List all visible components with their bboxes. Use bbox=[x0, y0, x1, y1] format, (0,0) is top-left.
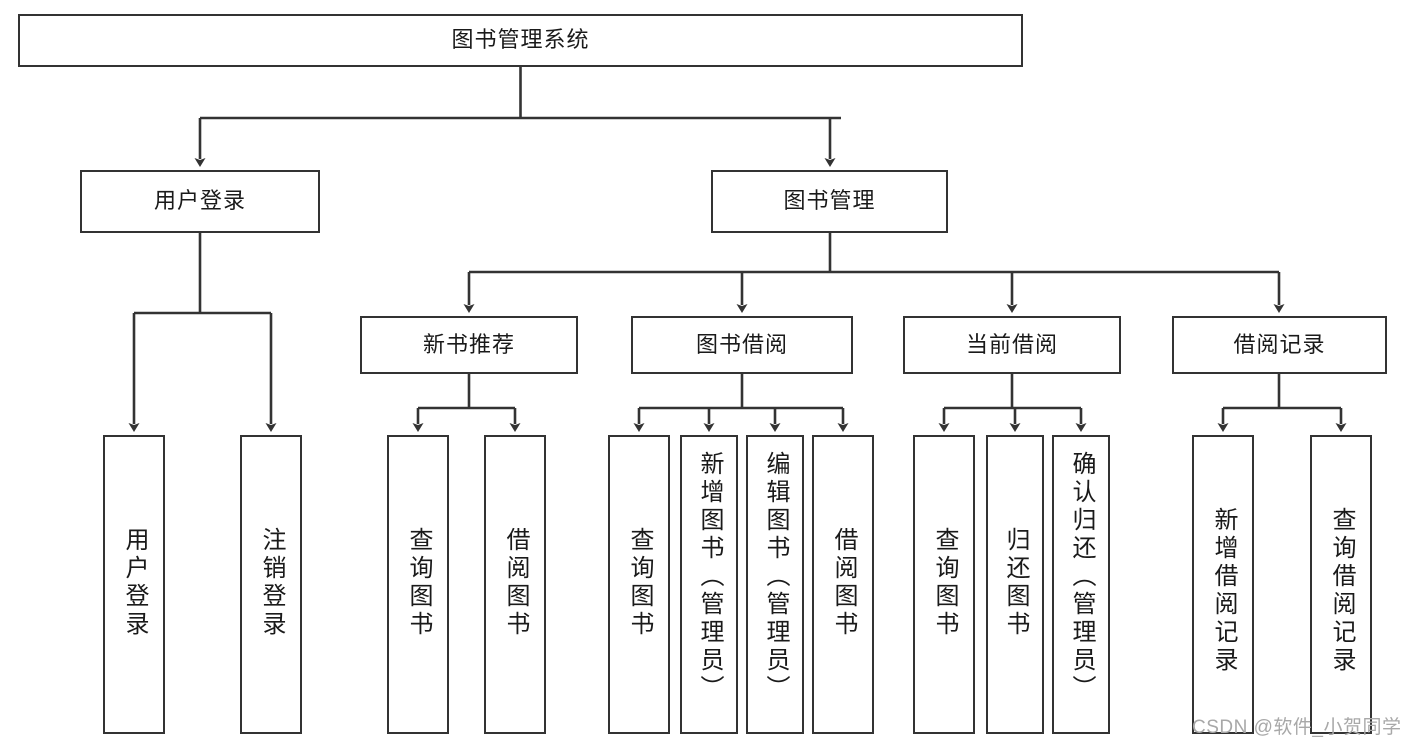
node-leaf-add-borrow-record-label: 新增借阅记录 bbox=[1210, 507, 1237, 675]
node-leaf-borrow-book-recommend[interactable]: 借阅图书 bbox=[484, 435, 546, 734]
node-leaf-user-login-label: 用户登录 bbox=[121, 527, 148, 639]
node-leaf-query-book-recommend-label: 查询图书 bbox=[405, 527, 432, 639]
node-leaf-borrow-book-recommend-label: 借阅图书 bbox=[502, 527, 529, 639]
node-borrow-record[interactable]: 借阅记录 bbox=[1172, 316, 1387, 374]
node-new-book-recommend-label: 新书推荐 bbox=[422, 331, 515, 357]
node-leaf-query-book-borrow[interactable]: 查询图书 bbox=[608, 435, 670, 734]
node-book-borrow[interactable]: 图书借阅 bbox=[631, 316, 853, 374]
node-leaf-query-book-current-label: 查询图书 bbox=[931, 527, 958, 639]
node-leaf-user-login[interactable]: 用户登录 bbox=[103, 435, 165, 734]
node-leaf-borrow-book-label: 借阅图书 bbox=[830, 527, 857, 639]
node-leaf-return-book[interactable]: 归还图书 bbox=[986, 435, 1044, 734]
node-leaf-return-book-label: 归还图书 bbox=[1002, 527, 1029, 639]
node-leaf-add-book-admin[interactable]: 新增图书（管理员） bbox=[680, 435, 738, 734]
node-leaf-borrow-book[interactable]: 借阅图书 bbox=[812, 435, 874, 734]
node-leaf-query-book-borrow-label: 查询图书 bbox=[626, 527, 653, 639]
node-leaf-add-borrow-record[interactable]: 新增借阅记录 bbox=[1192, 435, 1254, 734]
node-leaf-edit-book-admin-label: 编辑图书（管理员） bbox=[762, 451, 789, 703]
node-current-borrow-label: 当前借阅 bbox=[965, 331, 1058, 357]
node-leaf-query-borrow-record[interactable]: 查询借阅记录 bbox=[1310, 435, 1372, 734]
node-leaf-query-book-current[interactable]: 查询图书 bbox=[913, 435, 975, 734]
node-leaf-confirm-return-admin[interactable]: 确认归还（管理员） bbox=[1052, 435, 1110, 734]
node-leaf-logout[interactable]: 注销登录 bbox=[240, 435, 302, 734]
node-user-login[interactable]: 用户登录 bbox=[80, 170, 320, 233]
node-user-login-label: 用户登录 bbox=[153, 188, 246, 214]
node-book-borrow-label: 图书借阅 bbox=[695, 331, 788, 357]
node-book-manage[interactable]: 图书管理 bbox=[711, 170, 948, 233]
node-current-borrow[interactable]: 当前借阅 bbox=[903, 316, 1121, 374]
node-new-book-recommend[interactable]: 新书推荐 bbox=[360, 316, 578, 374]
node-leaf-query-borrow-record-label: 查询借阅记录 bbox=[1328, 507, 1355, 675]
node-root[interactable]: 图书管理系统 bbox=[18, 14, 1023, 67]
csdn-watermark: CSDN @软件_小贺同学 bbox=[1192, 717, 1402, 738]
node-borrow-record-label: 借阅记录 bbox=[1233, 331, 1326, 357]
node-leaf-logout-label: 注销登录 bbox=[258, 527, 285, 639]
node-book-manage-label: 图书管理 bbox=[783, 188, 876, 214]
node-leaf-add-book-admin-label: 新增图书（管理员） bbox=[696, 451, 723, 703]
node-leaf-confirm-return-admin-label: 确认归还（管理员） bbox=[1068, 451, 1095, 703]
node-leaf-query-book-recommend[interactable]: 查询图书 bbox=[387, 435, 449, 734]
node-root-label: 图书管理系统 bbox=[451, 27, 590, 53]
node-leaf-edit-book-admin[interactable]: 编辑图书（管理员） bbox=[746, 435, 804, 734]
